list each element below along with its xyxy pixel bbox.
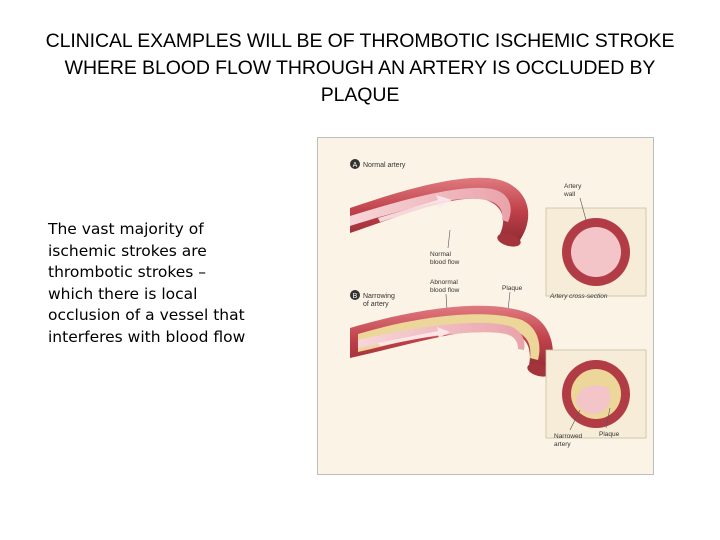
normal-cross-section-lumen [571, 227, 621, 277]
cross-section-label: Artery cross-section [549, 293, 608, 300]
normal-flow-label-2: blood flow [430, 259, 460, 266]
narrowed-artery-lumen [358, 322, 525, 350]
plaque-pointer-bottom [605, 407, 611, 429]
panel-a-marker: A [353, 162, 358, 169]
narrowed-artery-end [527, 363, 551, 377]
panel-b-marker-circle [350, 290, 360, 300]
artery-illustration: A Normal artery Artery wall Normal blood… [317, 137, 654, 475]
panel-a-label: Normal artery [363, 162, 406, 169]
normal-artery-lumen [350, 187, 511, 226]
narrowed-label-2: artery [554, 441, 571, 448]
panel-a-marker-circle [350, 159, 360, 169]
slide-title: CLINICAL EXAMPLES WILL BE OF THROMBOTIC … [45, 30, 675, 106]
abnormal-flow-label-1: Abnormal [430, 279, 458, 286]
normal-flow-label-1: Normal [430, 251, 452, 258]
narrowed-pointer [569, 409, 581, 431]
plaque-label-top: Plaque [502, 285, 523, 292]
plaque-label-bottom: Plaque [599, 431, 620, 438]
abnormal-flow-arrow [378, 327, 450, 346]
normal-artery-end [497, 233, 521, 247]
normal-flow-pointer [447, 229, 451, 249]
narrowed-cross-section-lumen [576, 385, 611, 414]
panel-a: A Normal artery Artery wall Normal blood… [350, 159, 647, 300]
artery-wall-pointer [579, 197, 587, 221]
panel-b-label-1: Narrowing [363, 293, 395, 300]
panel-b: B Narrowing of artery Abnormal blood flo… [350, 279, 647, 448]
body-text: The vast majority of ischemic strokes ar… [48, 220, 246, 346]
normal-flow-arrow [378, 195, 452, 222]
panel-b-marker: B [353, 293, 358, 300]
narrowed-label-1: Narrowed [554, 433, 583, 440]
artery-wall-label-2: wall [563, 191, 576, 198]
artery-diagram: A Normal artery Artery wall Normal blood… [350, 159, 647, 448]
artery-wall-label-1: Artery [564, 183, 582, 190]
abnormal-flow-label-2: blood flow [430, 287, 460, 294]
panel-b-label-2: of artery [363, 301, 389, 308]
